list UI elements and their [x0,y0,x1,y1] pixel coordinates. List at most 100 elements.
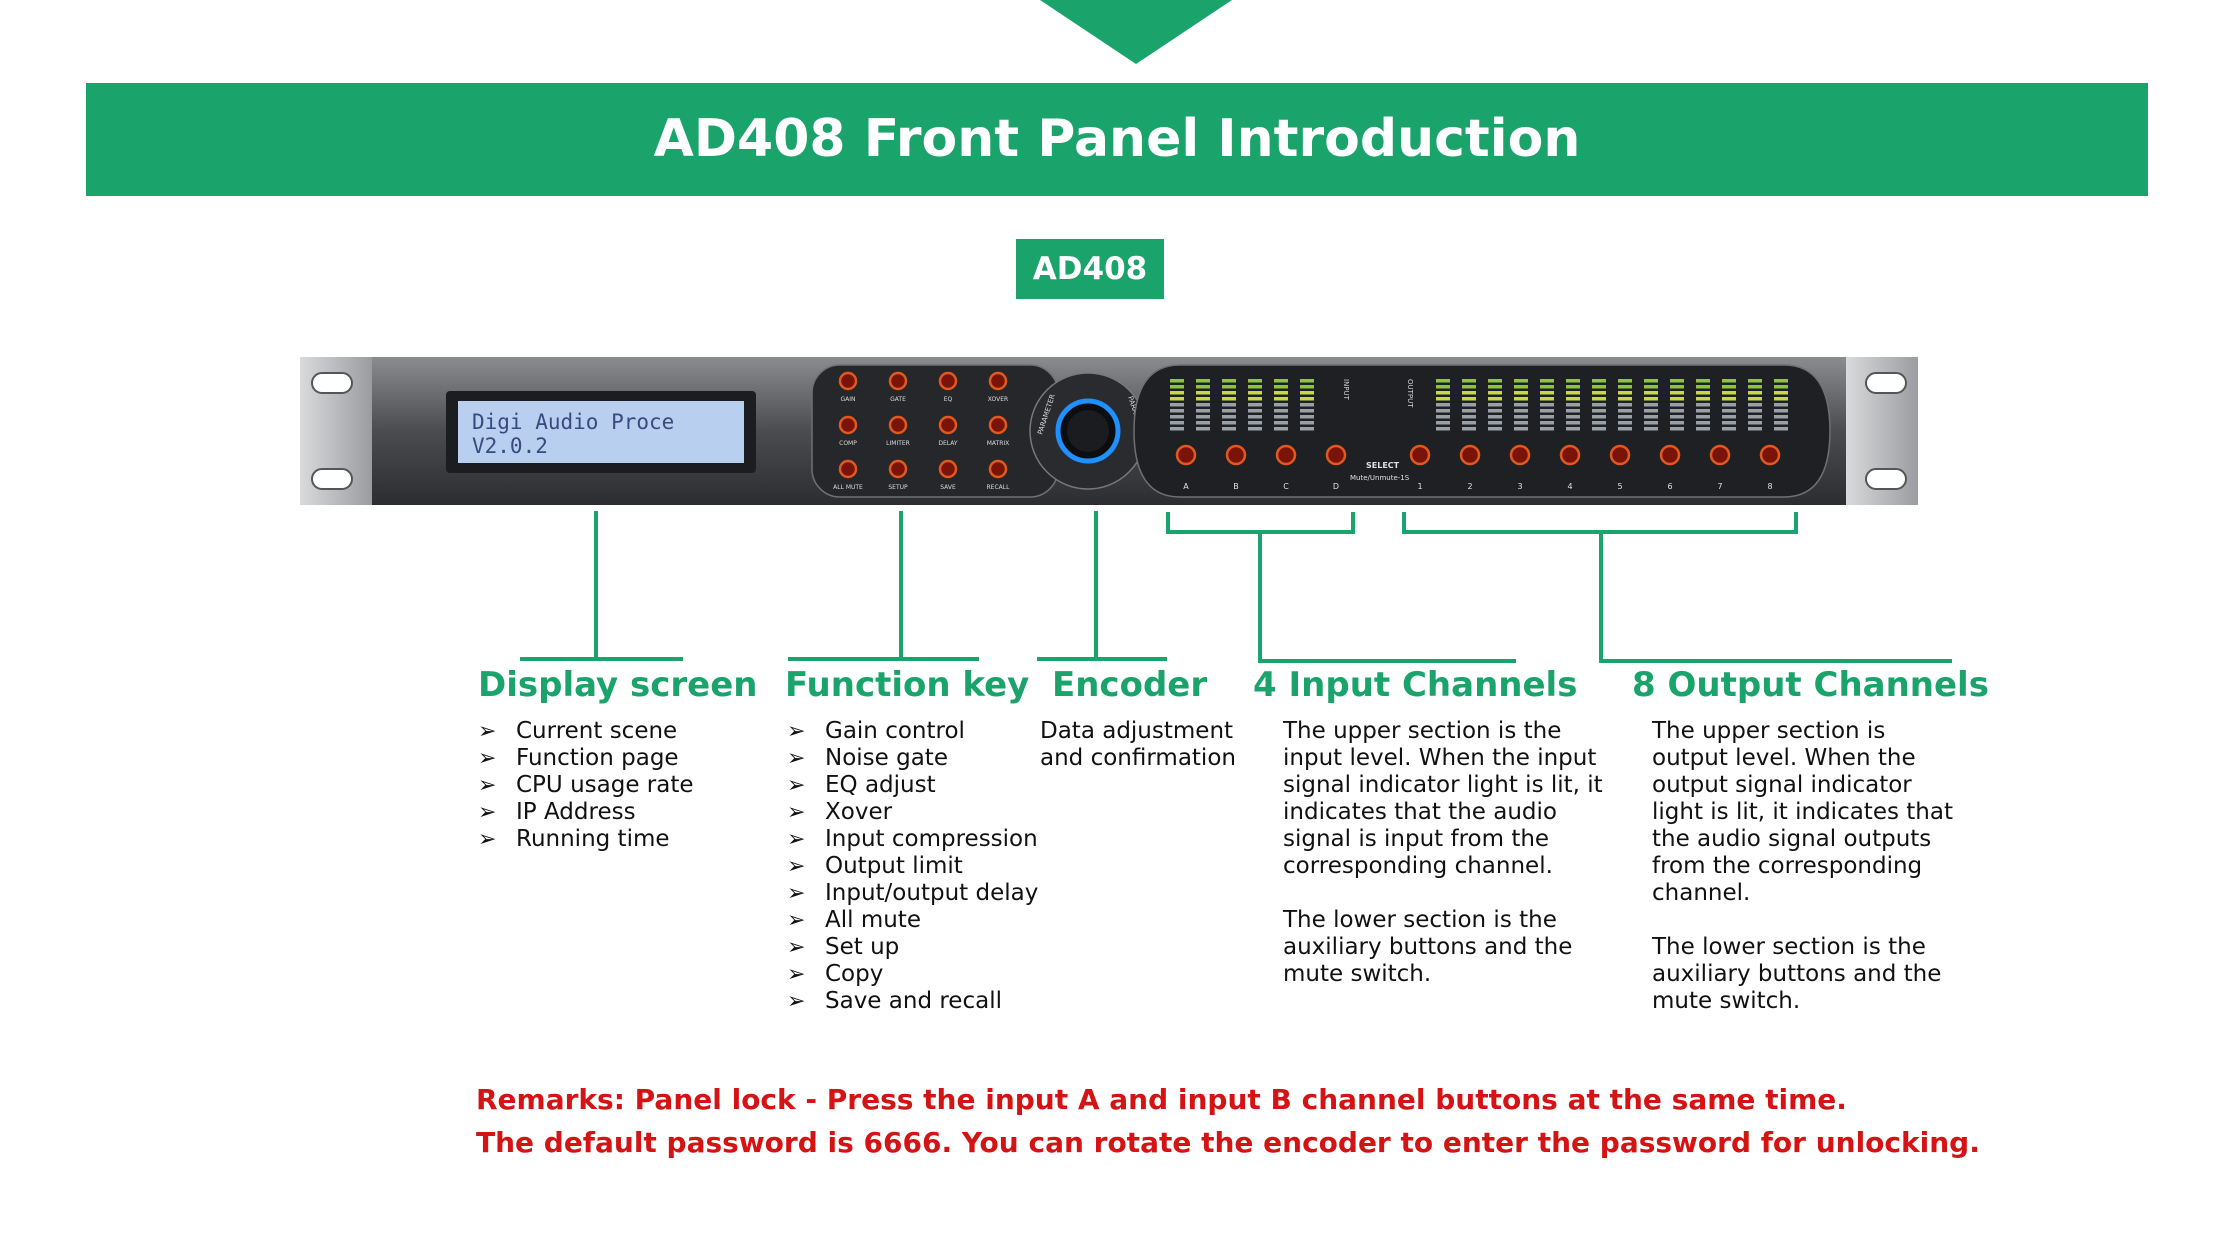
channel-button[interactable] [1559,444,1581,466]
channel-button[interactable] [1325,444,1347,466]
channel-button[interactable] [1659,444,1681,466]
meter-segment [1618,409,1632,413]
meter-segment [1696,385,1710,389]
mute-label: Mute/Unmute-1S [1350,474,1410,482]
function-button-label: ALL MUTE [833,484,863,491]
meter-segment [1222,403,1236,407]
function-button[interactable] [838,371,858,391]
encoder-cap [1067,410,1109,452]
lcd-line-1: Digi Audio Proce [472,410,674,434]
function-item-label: Xover [825,799,893,825]
meter-segment [1592,421,1606,425]
display-item: ➢IP Address [478,799,694,826]
arrow-bullet-icon: ➢ [478,827,497,852]
model-tag: AD408 [1016,239,1164,299]
function-button-label: EQ [944,396,953,403]
meter-segment [1196,379,1210,383]
meter-segment [1196,397,1210,401]
function-button-label: COMP [839,440,857,447]
meter-segment [1196,391,1210,395]
display-item-label: Current scene [516,718,678,744]
meter-segment [1592,385,1606,389]
function-item: ➢Set up [787,934,1038,961]
function-button[interactable] [888,371,908,391]
function-button-label: DELAY [938,440,958,447]
meter-segment [1644,415,1658,419]
function-button[interactable] [988,371,1008,391]
arrow-bullet-icon: ➢ [478,773,497,798]
remarks: Remarks: Panel lock - Press the input A … [476,1078,1980,1164]
function-button[interactable] [888,415,908,435]
meter-segment [1436,403,1450,407]
arrow-bullet-icon: ➢ [478,719,497,744]
meter-segment [1540,391,1554,395]
output-para1-line: output signal indicator [1652,772,1912,798]
input-channels-title: 4 Input Channels [1253,665,1578,705]
encoder-title: Encoder [1052,665,1208,705]
meter-segment [1540,403,1554,407]
meter-segment [1592,427,1606,431]
channel-button[interactable] [1225,444,1247,466]
meter-segment [1300,409,1314,413]
function-item: ➢All mute [787,907,1038,934]
meter-segment [1248,427,1262,431]
meter-segment [1592,415,1606,419]
meter-segment [1722,397,1736,401]
meter-segment [1436,385,1450,389]
meter-segment [1592,379,1606,383]
function-button[interactable] [938,371,958,391]
meter-segment [1592,397,1606,401]
level-meter [1644,379,1658,431]
lcd-line-2: V2.0.2 [472,434,548,458]
channel-button-label: 8 [1767,482,1772,491]
function-item-label: Noise gate [825,745,948,771]
function-item: ➢Xover [787,799,1038,826]
meter-segment [1462,421,1476,425]
meter-segment [1644,397,1658,401]
remarks-line-2: The default password is 6666. You can ro… [476,1126,1980,1159]
meter-segment [1774,385,1788,389]
meter-segment [1462,391,1476,395]
input-para2-line: auxiliary buttons and the [1283,934,1573,960]
meter-segment [1566,403,1580,407]
channel-button[interactable] [1275,444,1297,466]
input-para1-line: corresponding channel. [1283,853,1553,879]
channel-button[interactable] [1709,444,1731,466]
channel-button[interactable] [1459,444,1481,466]
function-button[interactable] [988,415,1008,435]
meter-segment [1274,385,1288,389]
function-button[interactable] [988,459,1008,479]
channel-button[interactable] [1175,444,1197,466]
function-button[interactable] [938,415,958,435]
level-meter [1462,379,1476,431]
meter-segment [1514,391,1528,395]
channel-button[interactable] [1509,444,1531,466]
arrow-bullet-icon: ➢ [478,800,497,825]
meter-segment [1436,397,1450,401]
function-item-label: Output limit [825,853,963,879]
channel-button-label: 3 [1517,482,1522,491]
function-button[interactable] [838,415,858,435]
meter-segment [1274,409,1288,413]
level-meter [1248,379,1262,431]
channel-button[interactable] [1409,444,1431,466]
meter-segment [1488,385,1502,389]
display-item: ➢ Current scene [478,718,694,745]
meter-segment [1248,379,1262,383]
function-button[interactable] [888,459,908,479]
input-para2-line: mute switch. [1283,961,1432,987]
function-item-label: Gain control [825,718,965,744]
output-para1-line: output level. When the [1652,745,1916,771]
rack-hole [311,372,353,394]
function-button[interactable] [838,459,858,479]
rack-hole [1865,372,1907,394]
meter-segment [1644,379,1658,383]
function-item-label: Save and recall [825,988,1002,1014]
meter-segment [1248,409,1262,413]
display-item-label: Function page [516,745,679,771]
channel-button[interactable] [1759,444,1781,466]
channel-button[interactable] [1609,444,1631,466]
meter-segment [1696,427,1710,431]
meter-segment [1300,397,1314,401]
function-button[interactable] [938,459,958,479]
